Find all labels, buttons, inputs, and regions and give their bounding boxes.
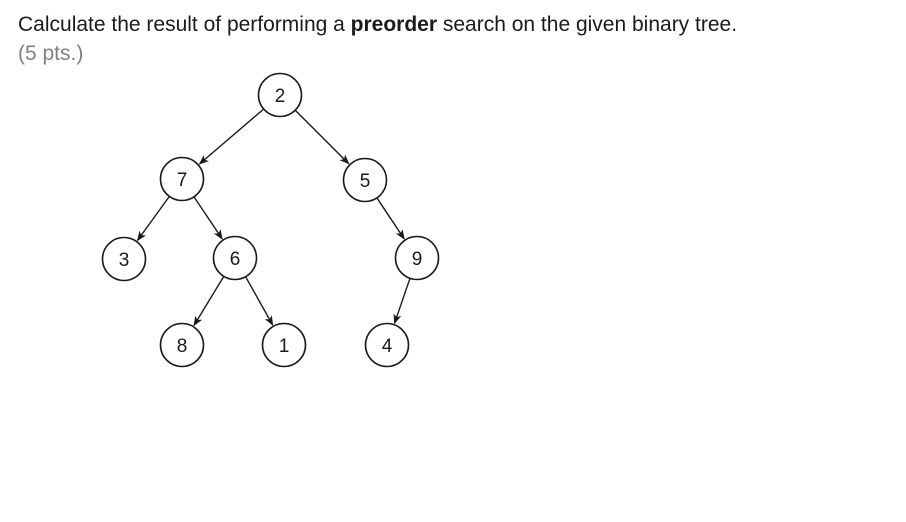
tree-node-label-3: 3 <box>119 250 130 271</box>
tree-node-label-6: 6 <box>230 249 241 270</box>
tree-node-circle-4 <box>364 322 410 368</box>
tree-node-8: 8 <box>159 322 205 368</box>
tree-node-label-8: 8 <box>177 336 188 357</box>
tree-node-circle-9 <box>394 235 440 281</box>
tree-edge-2-7 <box>198 108 265 165</box>
tree-edges <box>136 108 411 327</box>
tree-edge-6-8 <box>193 276 225 327</box>
tree-node-circle-2 <box>257 72 303 118</box>
tree-node-label-1: 1 <box>279 336 290 357</box>
tree-node-label-5: 5 <box>360 171 371 192</box>
tree-node-circle-6 <box>212 235 258 281</box>
tree-nodes: 2 7 5 3 6 9 8 1 4 <box>101 72 440 368</box>
tree-edge-5-9 <box>376 197 405 240</box>
points-label: (5 pts.) <box>18 42 84 65</box>
tree-node-label-9: 9 <box>412 249 423 270</box>
question-text-before: Calculate the result of performing a <box>18 13 351 36</box>
tree-node-circle-1 <box>261 322 307 368</box>
tree-node-6: 6 <box>212 235 258 281</box>
tree-node-circle-5 <box>342 157 388 203</box>
question-text: Calculate the result of performing a pre… <box>18 10 737 39</box>
tree-node-5: 5 <box>342 157 388 203</box>
question-emphasis: preorder <box>350 13 438 36</box>
tree-node-4: 4 <box>364 322 410 368</box>
tree-node-1: 1 <box>261 322 307 368</box>
tree-edge-2-5 <box>294 109 350 165</box>
tree-edge-6-1 <box>244 276 274 326</box>
tree-node-circle-7 <box>159 156 205 202</box>
tree-node-9: 9 <box>394 235 440 281</box>
tree-node-label-7: 7 <box>177 170 188 191</box>
tree-edge-9-4 <box>393 278 411 325</box>
tree-node-circle-3 <box>101 236 147 282</box>
tree-node-label-4: 4 <box>382 336 393 357</box>
tree-node-2: 2 <box>257 72 303 118</box>
tree-node-7: 7 <box>159 156 205 202</box>
tree-edge-7-6 <box>193 196 223 240</box>
question-text-after: search on the given binary tree. <box>437 13 738 36</box>
tree-node-circle-8 <box>159 322 205 368</box>
tree-edge-7-3 <box>136 195 170 242</box>
tree-node-3: 3 <box>101 236 147 282</box>
tree-node-label-2: 2 <box>275 86 286 107</box>
